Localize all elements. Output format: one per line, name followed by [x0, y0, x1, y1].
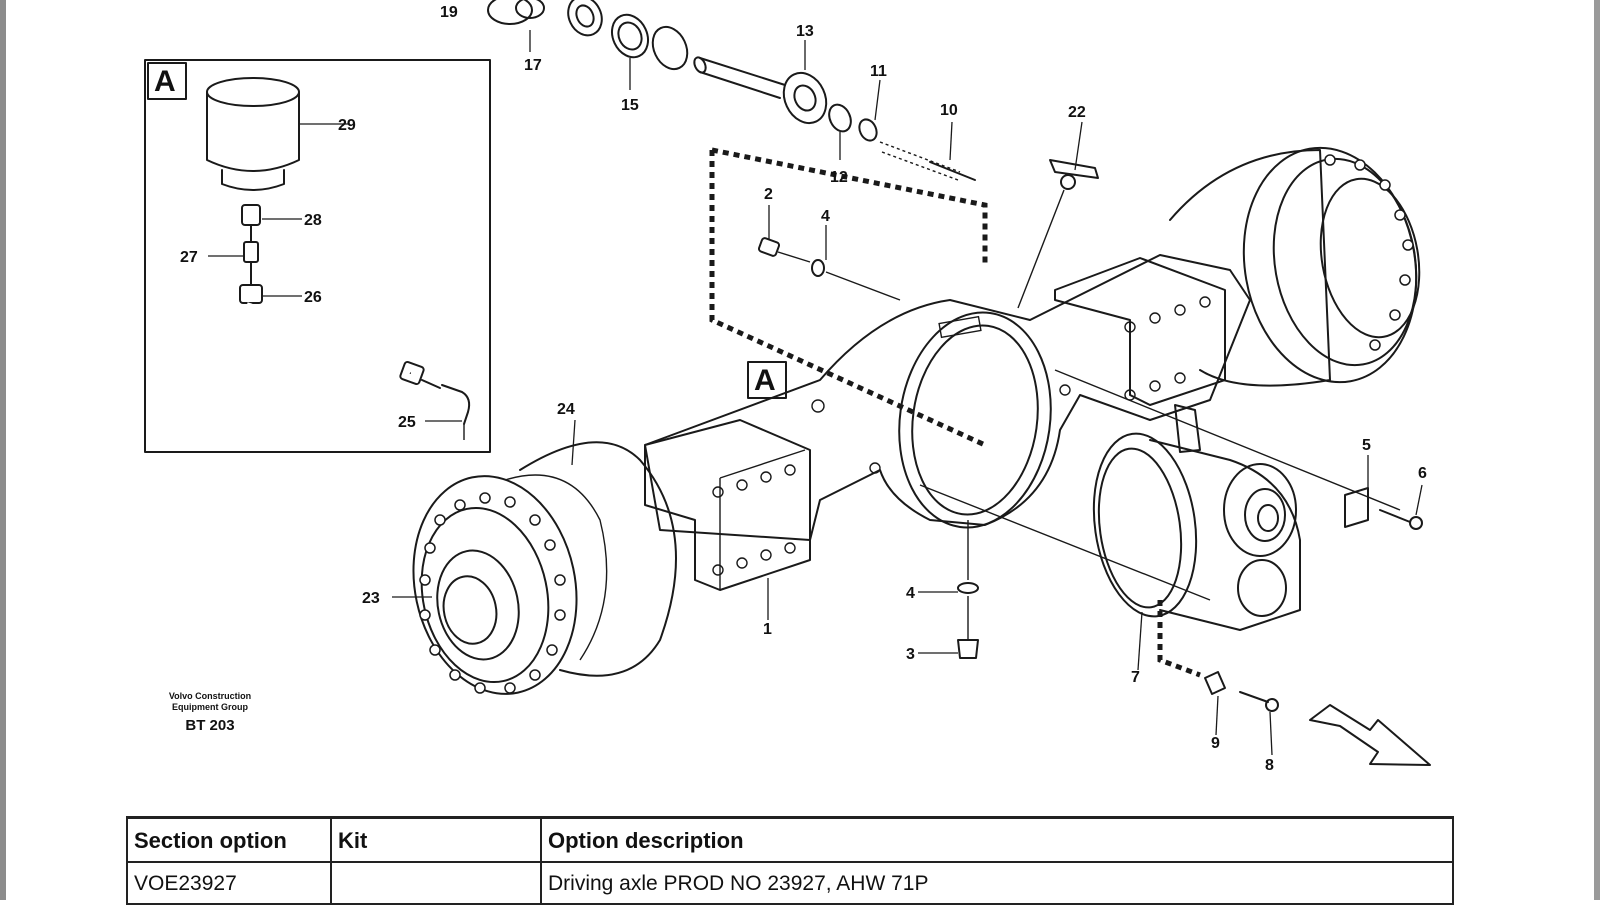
axle-housing: [644, 254, 1251, 591]
callout-28: 28: [304, 212, 322, 229]
callout-22: 22: [1068, 104, 1086, 121]
detail-view-a: A: [144, 59, 491, 453]
callout-23: 23: [362, 590, 380, 607]
plate-5: [1344, 487, 1369, 528]
section-frame: [709, 147, 988, 448]
callout-4-upper: 4: [821, 208, 830, 225]
header-section-option: Section option: [126, 816, 332, 863]
fitting-28: [241, 204, 261, 226]
exploded-axle-diagram: A: [144, 0, 1431, 774]
wheel-studs: [419, 492, 566, 694]
bolt-6: [1409, 516, 1423, 530]
cell-option-description: Driving axle PROD NO 23927, AHW 71P: [540, 861, 1454, 905]
callout-5: 5: [1362, 437, 1371, 454]
elbow-26: [239, 284, 263, 304]
brand-block: Volvo Construction Equipment Group BT 20…: [169, 691, 251, 734]
sleeve-9: [1204, 671, 1226, 695]
nipple-27: [243, 241, 259, 263]
seal-ring-4-upper: [811, 259, 825, 277]
callout-9: 9: [1211, 735, 1220, 752]
callout-4-lower: 4: [906, 585, 915, 602]
direction-arrow: [1309, 704, 1431, 766]
callout-15: 15: [621, 97, 639, 114]
callout-3: 3: [906, 646, 915, 663]
header-option-description: Option description: [540, 816, 1454, 863]
callout-24: 24: [557, 401, 575, 418]
callout-10: 10: [940, 102, 958, 119]
pinion-parts: [487, 0, 976, 181]
breather-filter-part: [206, 77, 300, 191]
drawing-number: BT 203: [185, 717, 234, 734]
callout-6: 6: [1418, 465, 1427, 482]
callout-25: 25: [398, 414, 416, 431]
callout-2: 2: [764, 186, 773, 203]
breather-22: [1049, 159, 1099, 179]
callout-8: 8: [1265, 757, 1274, 774]
callout-17: 17: [524, 57, 542, 74]
brand-line-2: Equipment Group: [172, 702, 248, 712]
plug-3: [957, 639, 979, 659]
table-header-row: Section option Kit Option description: [126, 816, 1454, 863]
callout-1: 1: [763, 621, 772, 638]
plug-2: [757, 237, 781, 257]
right-hub-studs: [1324, 154, 1414, 351]
right-wheel-hub: [1169, 146, 1421, 387]
callout-7: 7: [1131, 669, 1140, 686]
callout-13: 13: [796, 23, 814, 40]
cell-section-option: VOE23927: [126, 861, 332, 905]
detail-view-letter: A: [154, 65, 176, 98]
main-view-letter: A: [754, 364, 776, 397]
seal-ring-4-lower: [957, 582, 979, 594]
callout-19: 19: [440, 4, 458, 21]
callout-11: 11: [870, 63, 887, 80]
brand-line-1: Volvo Construction: [169, 691, 251, 701]
callout-numbers: 19 17 15 13 11 12 10 22 2 4 29 28 27 26 …: [180, 4, 1427, 774]
callout-12: 12: [830, 169, 848, 186]
bolt-8: [1265, 698, 1279, 712]
cell-kit: [330, 861, 542, 905]
callout-26: 26: [304, 289, 322, 306]
page-edge-left: [0, 0, 6, 900]
callout-27: 27: [180, 249, 198, 266]
section-option-table: Section option Kit Option description VO…: [126, 816, 1454, 905]
table-row: VOE23927 Driving axle PROD NO 23927, AHW…: [126, 861, 1454, 905]
page-edge-right: [1594, 0, 1600, 900]
leader-lines: [208, 30, 1423, 756]
callout-29: 29: [338, 117, 356, 134]
left-wheel-hub: [412, 441, 677, 695]
header-kit: Kit: [330, 816, 542, 863]
differential-carrier: [1092, 404, 1301, 631]
